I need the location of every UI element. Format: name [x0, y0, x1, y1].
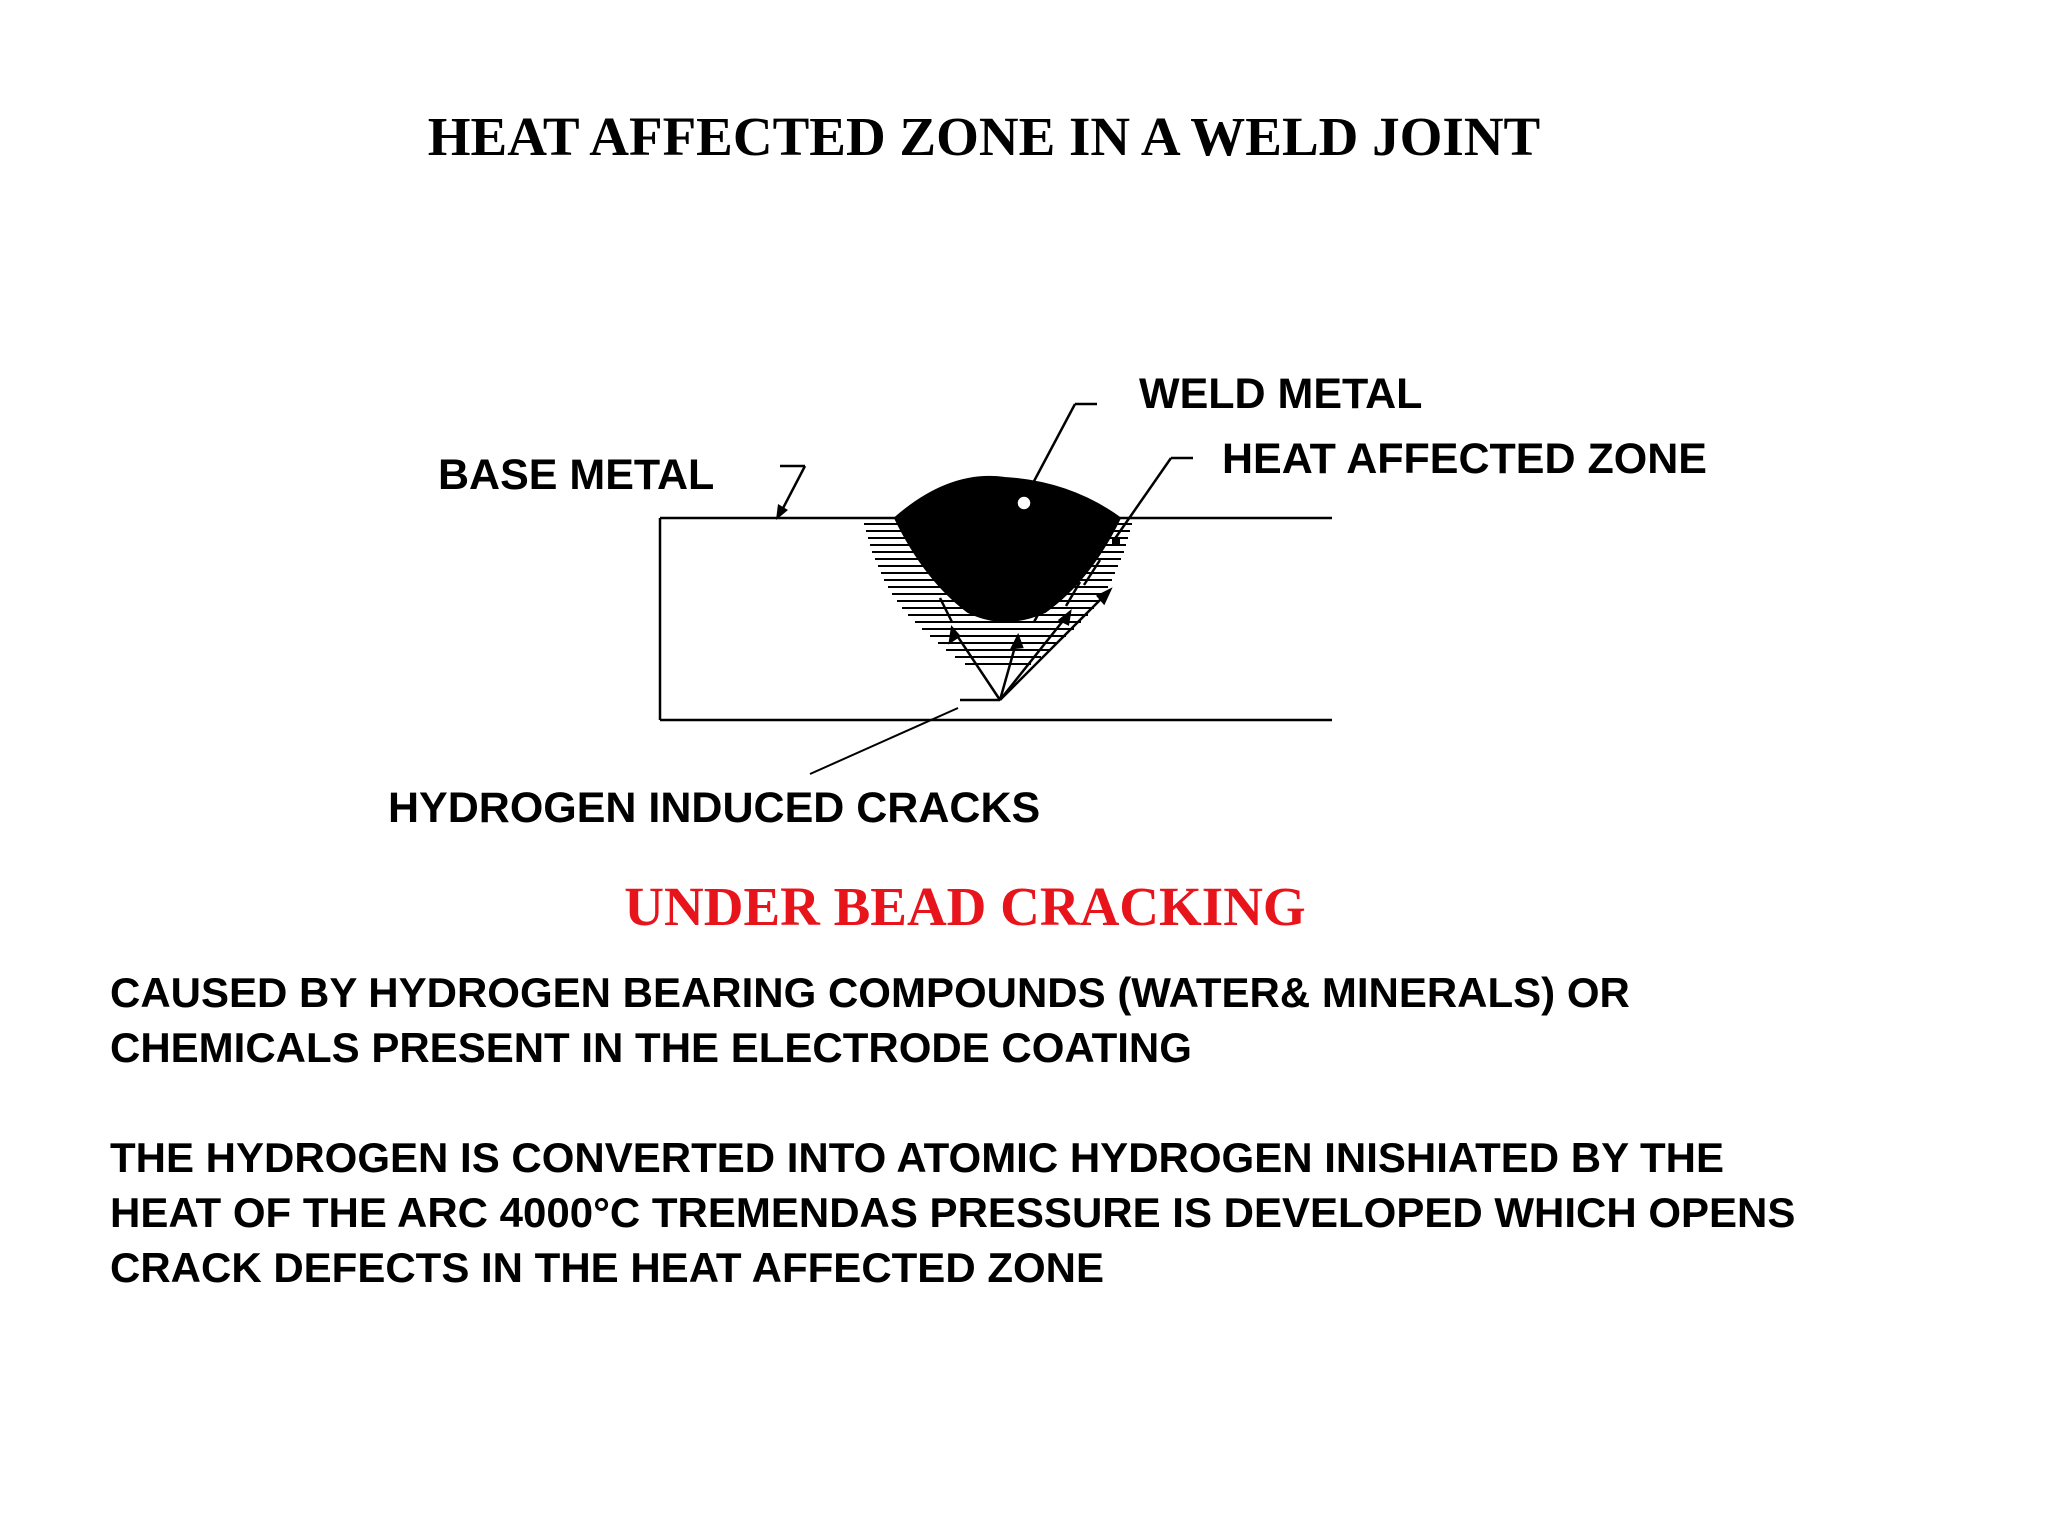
paragraph-line: CRACK DEFECTS IN THE HEAT AFFECTED ZONE	[110, 1244, 1104, 1291]
paragraph-line: CAUSED BY HYDROGEN BEARING COMPOUNDS (WA…	[110, 969, 1630, 1016]
weld-joint-diagram	[658, 402, 1332, 775]
cause-paragraph: CAUSED BY HYDROGEN BEARING COMPOUNDS (WA…	[110, 965, 2010, 1075]
mechanism-paragraph: THE HYDROGEN IS CONVERTED INTO ATOMIC HY…	[110, 1130, 2010, 1295]
base-metal-plate	[658, 516, 1332, 722]
haz-leader	[1112, 456, 1193, 541]
weld-metal-pointer-dot	[1016, 495, 1032, 511]
base-metal-label: BASE METAL	[438, 451, 715, 499]
base-metal-arrowhead	[776, 504, 788, 520]
haz-pointer	[1112, 538, 1120, 546]
cracks-label-leader	[809, 707, 959, 775]
page-title: HEAT AFFECTED ZONE IN A WELD JOINT	[427, 106, 1541, 167]
base-metal-leader	[778, 464, 807, 515]
weld-metal-bead	[893, 475, 1122, 622]
paragraph-line: CHEMICALS PRESENT IN THE ELECTRODE COATI…	[110, 1024, 1192, 1071]
heat-affected-zone-label: HEAT AFFECTED ZONE	[1222, 435, 1707, 483]
weld-metal-label: WELD METAL	[1139, 370, 1423, 418]
hydrogen-induced-cracks-label: HYDROGEN INDUCED CRACKS	[388, 784, 1041, 832]
weld-metal-leader	[1022, 402, 1097, 501]
crack-arrows	[948, 587, 1113, 702]
section-heading: UNDER BEAD CRACKING	[624, 876, 1306, 937]
crack-marks	[938, 559, 1102, 623]
paragraph-line: THE HYDROGEN IS CONVERTED INTO ATOMIC HY…	[110, 1134, 1725, 1181]
paragraph-line: HEAT OF THE ARC 4000°C TREMENDAS PRESSUR…	[110, 1189, 1796, 1236]
